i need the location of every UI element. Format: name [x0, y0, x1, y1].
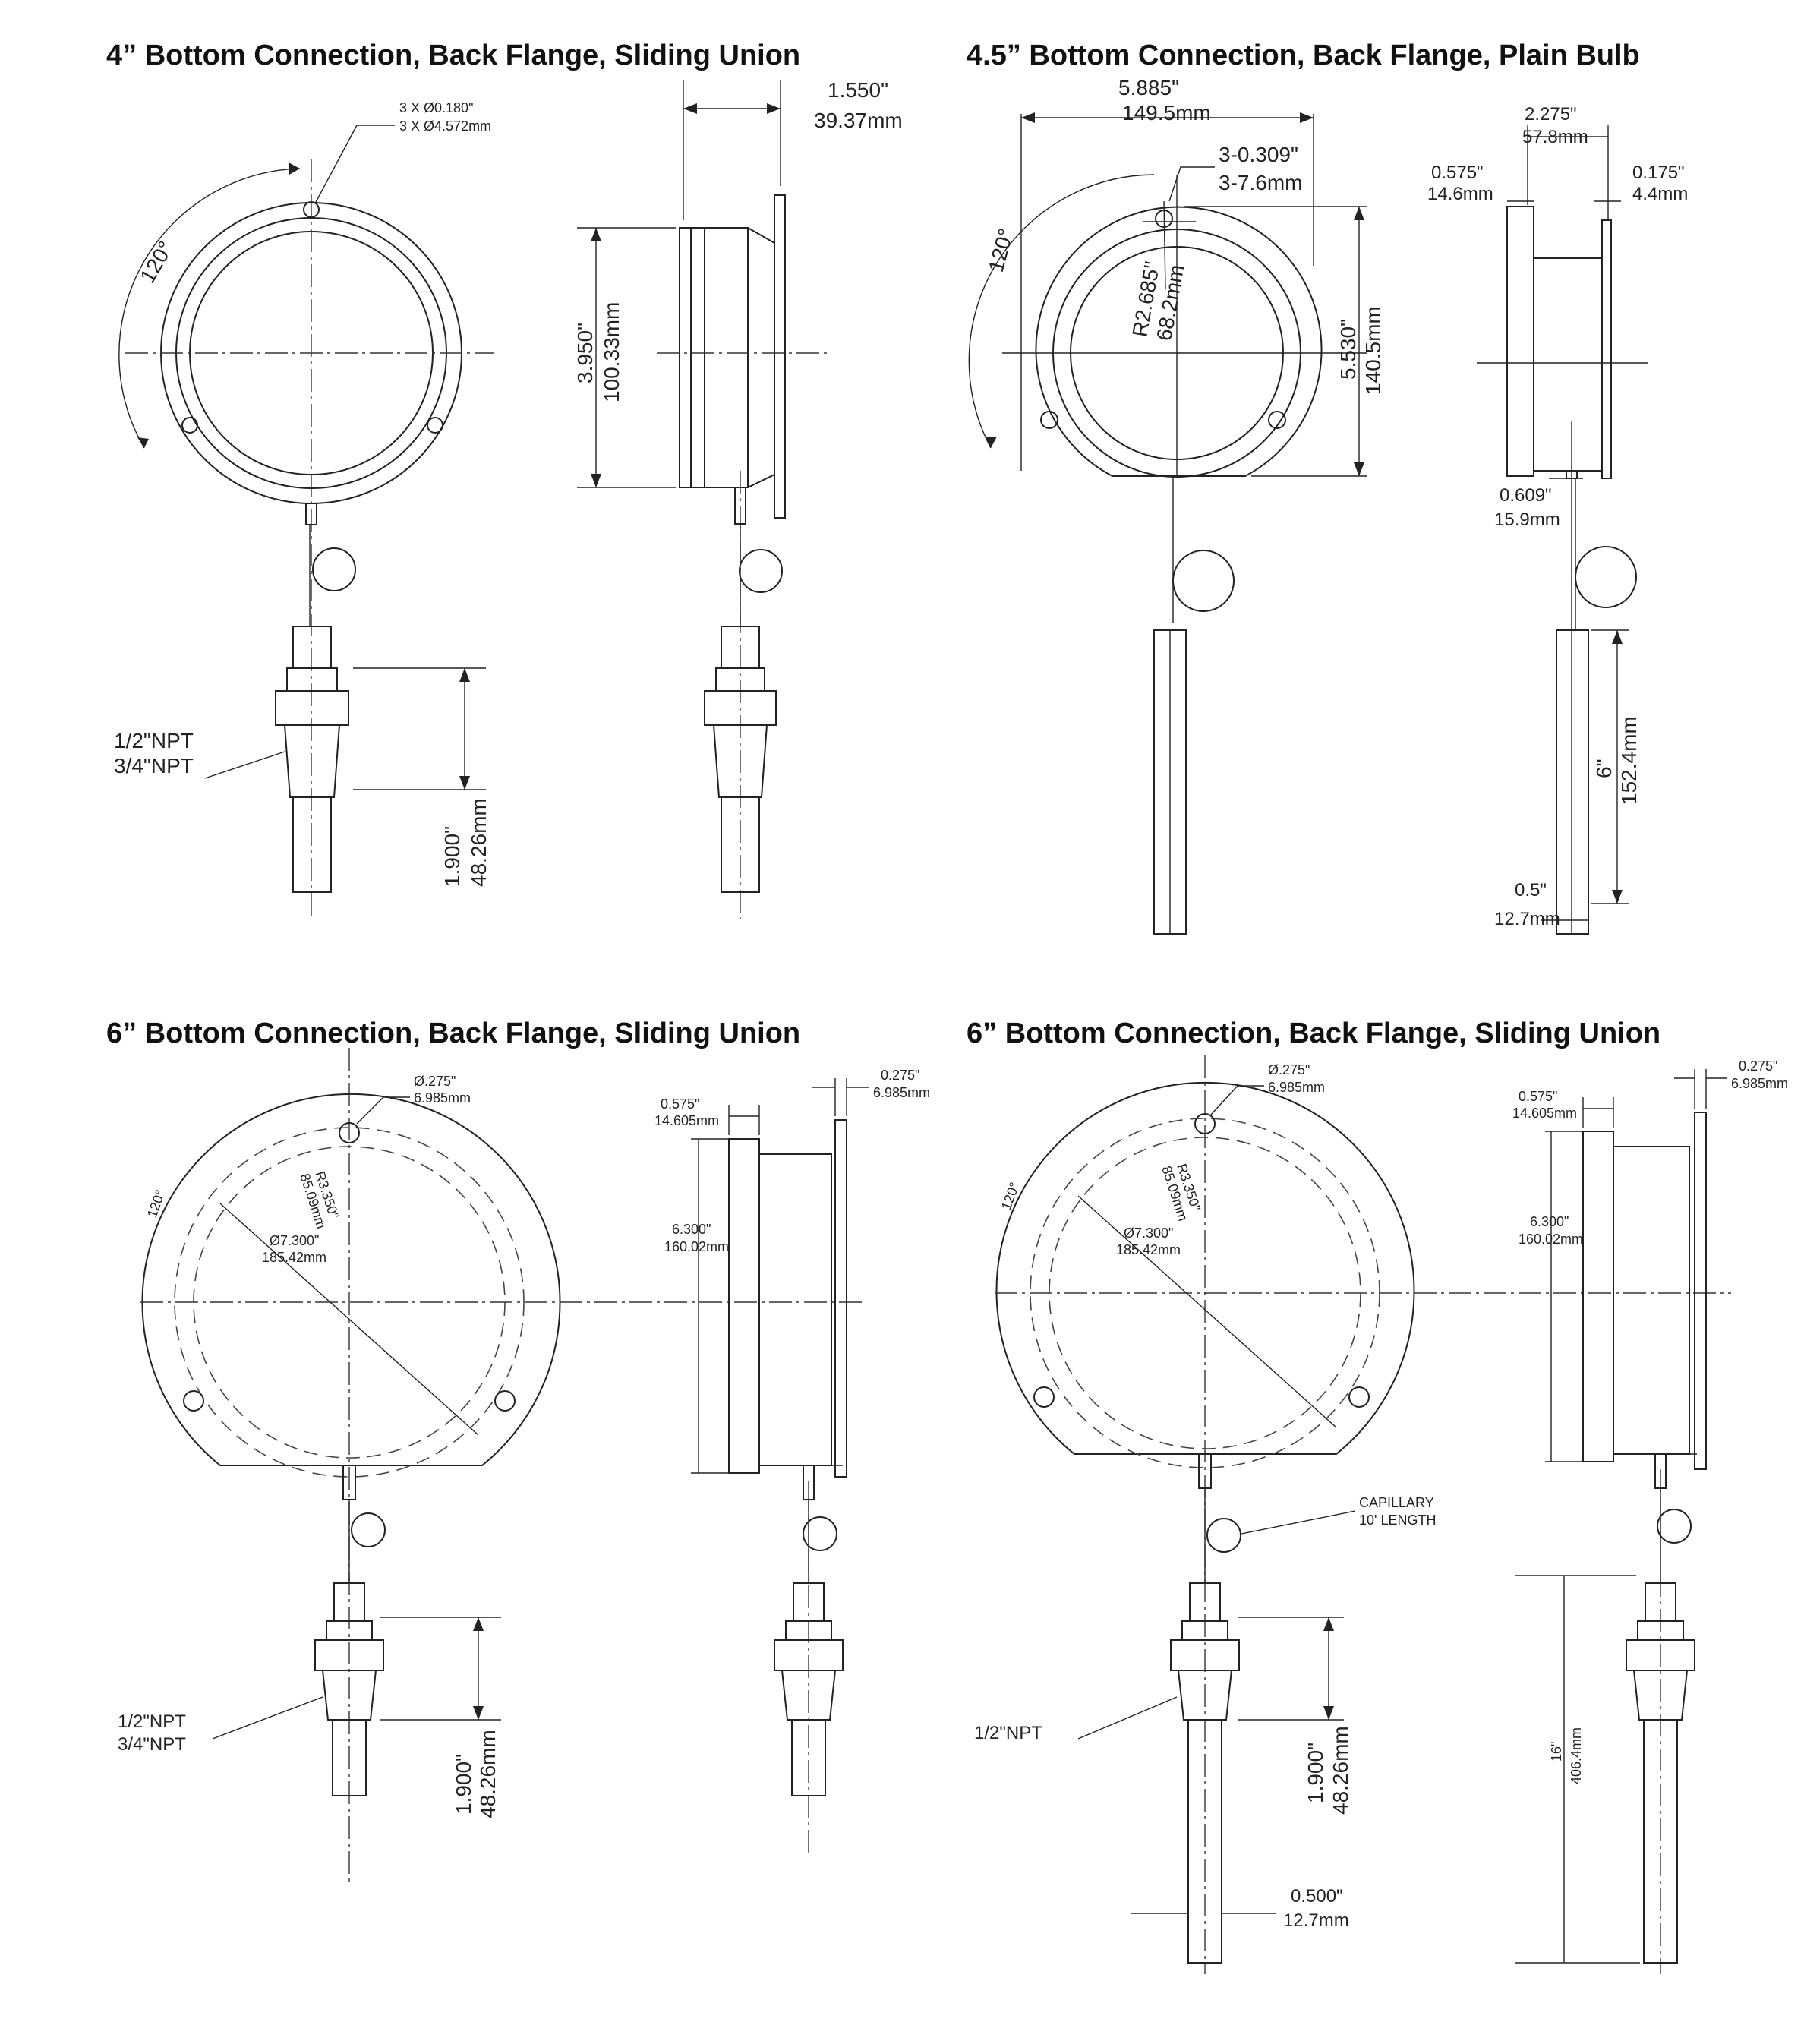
bulb-mm-label: 152.4mm — [1617, 716, 1641, 805]
panel-2-title: 4.5” Bottom Connection, Back Flange, Pla… — [967, 39, 1640, 71]
flange-in-label: 0.175" — [1632, 162, 1685, 183]
npt-label-1: 1/2"NPT — [974, 1723, 1042, 1743]
conn-in-label: 0.609" — [1500, 485, 1552, 506]
flange-in-label: 0.275" — [1739, 1058, 1777, 1074]
depth-in-label: 2.275" — [1525, 104, 1577, 125]
depth-mm-label: 57.8mm — [1522, 127, 1588, 147]
length-mm-label: 406.4mm — [1569, 1727, 1584, 1784]
panel-4-title: 6” Bottom Connection, Back Flange, Slidi… — [967, 1017, 1661, 1049]
bulb-dia-mm-label: 12.7mm — [1494, 909, 1560, 929]
bezel-in-label: 0.575" — [1431, 162, 1484, 183]
depth-in-label: 1.550" — [828, 78, 888, 102]
bezel-mm-label: 14.605mm — [1512, 1106, 1577, 1121]
stem-mm-label: 48.26mm — [1329, 1726, 1352, 1815]
flange-mm-label: 6.985mm — [1731, 1076, 1788, 1091]
dia-mm-label: 185.42mm — [1116, 1242, 1181, 1257]
hole-mm-label: 6.985mm — [1268, 1080, 1325, 1095]
holes-label-in: 3-0.309" — [1219, 143, 1298, 166]
stem-dia-mm-label: 12.7mm — [1283, 1910, 1349, 1931]
bezel-mm-label: 14.605mm — [654, 1113, 719, 1128]
gauge-case — [995, 1081, 1415, 1455]
height-in-label: 5.530" — [1336, 319, 1360, 380]
panel-1-title: 4” Bottom Connection, Back Flange, Slidi… — [106, 39, 801, 71]
angle-arc — [118, 168, 301, 449]
dia-in-label: Ø7.300" — [270, 1233, 319, 1248]
dia-in-label: Ø7.300" — [1124, 1225, 1173, 1241]
holes-label-mm: 3 X Ø4.572mm — [399, 118, 491, 134]
flange-mm-label: 4.4mm — [1632, 184, 1688, 204]
stem-in-label: 1.900" — [452, 1754, 475, 1815]
bulb-dia-in-label: 0.5" — [1515, 880, 1547, 901]
conn-mm-label: 15.9mm — [1494, 509, 1560, 530]
npt-label-2: 3/4"NPT — [114, 754, 194, 778]
height-mm-label: 140.5mm — [1361, 306, 1385, 395]
bezel-in-label: 0.575" — [1519, 1089, 1557, 1104]
npt-label-2: 3/4"NPT — [118, 1734, 186, 1755]
holes-label-in: 3 X Ø0.180" — [399, 100, 473, 115]
dia-mm-label: 185.42mm — [262, 1250, 326, 1265]
height-mm-label: 160.02mm — [1519, 1232, 1583, 1247]
capillary-coil — [312, 547, 356, 591]
hole-mm-label: 6.985mm — [414, 1090, 471, 1106]
width-in-label: 5.885" — [1118, 76, 1179, 99]
hole-in-label: Ø.275" — [414, 1074, 456, 1089]
stem-mm-label: 48.26mm — [467, 798, 490, 887]
width-mm-label: 149.5mm — [1122, 101, 1211, 125]
height-mm-label: 100.33mm — [600, 302, 623, 402]
npt-label-1: 1/2"NPT — [114, 729, 194, 752]
length-in-label: 16" — [1549, 1742, 1564, 1762]
stem-dia-in-label: 0.500" — [1291, 1886, 1343, 1907]
bezel-mm-label: 14.6mm — [1427, 184, 1493, 204]
stem-in-label: 1.900" — [1304, 1743, 1327, 1803]
hole-in-label: Ø.275" — [1268, 1062, 1310, 1077]
gauge-case — [141, 1093, 561, 1466]
height-mm-label: 160.02mm — [664, 1239, 729, 1254]
height-in-label: 6.300" — [672, 1222, 711, 1237]
holes-label-mm: 3-7.6mm — [1219, 171, 1302, 194]
bulb-in-label: 6" — [1592, 759, 1616, 778]
mount-hole — [427, 417, 443, 434]
panel-3-title: 6” Bottom Connection, Back Flange, Slidi… — [106, 1017, 801, 1049]
bezel-in-label: 0.575" — [661, 1096, 699, 1112]
height-in-label: 3.950" — [573, 323, 597, 383]
stem-in-label: 1.900" — [440, 826, 464, 887]
stem-mm-label: 48.26mm — [476, 1730, 500, 1818]
mount-hole — [181, 417, 198, 434]
gauge-case — [1035, 206, 1323, 477]
npt-label-1: 1/2"NPT — [118, 1711, 186, 1732]
flange-in-label: 0.275" — [881, 1068, 919, 1083]
flange-mm-label: 6.985mm — [873, 1085, 930, 1100]
capillary-label-2: 10' LENGTH — [1359, 1512, 1436, 1528]
height-in-label: 6.300" — [1530, 1214, 1569, 1229]
capillary-label-1: CAPILLARY — [1359, 1495, 1434, 1510]
depth-mm-label: 39.37mm — [814, 109, 903, 132]
